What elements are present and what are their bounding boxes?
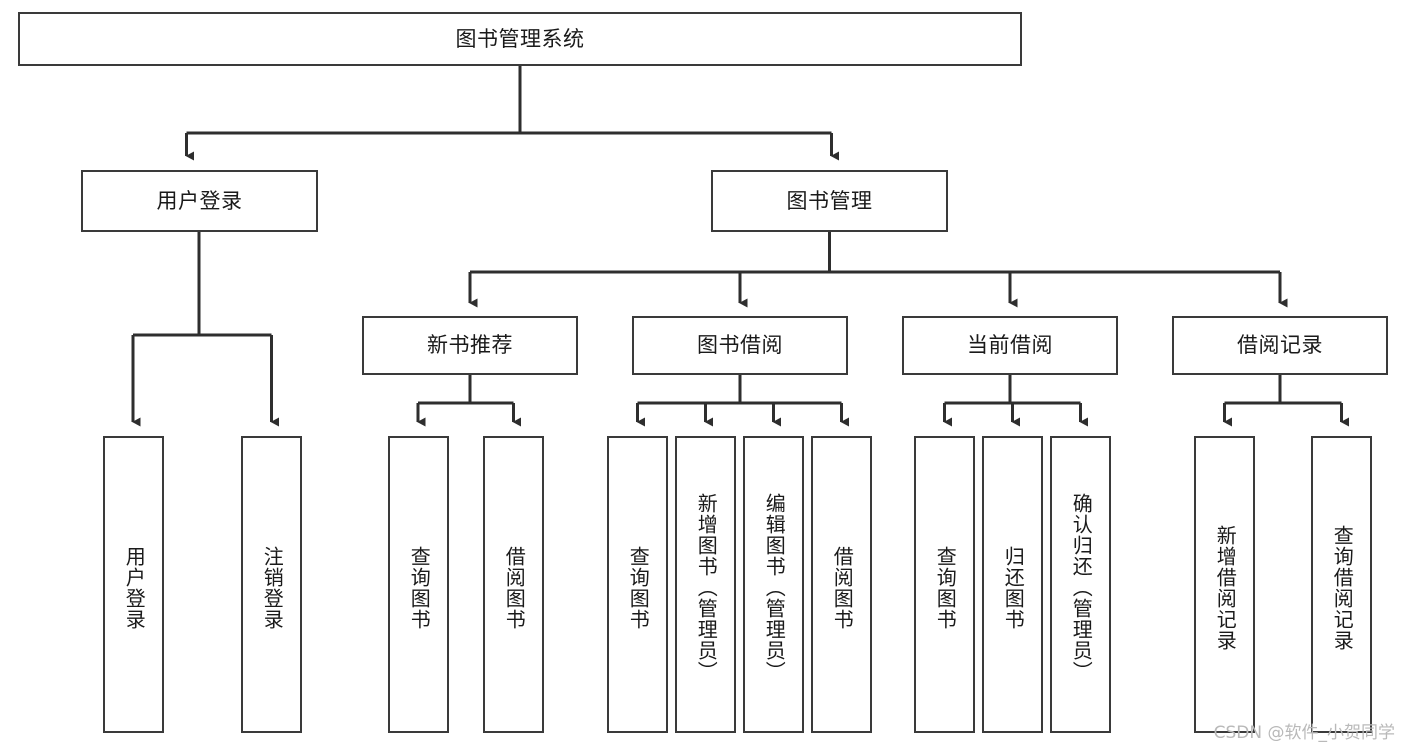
node-leaf-query-book-borrow[interactable]: 查询图书: [607, 436, 668, 733]
node-current-borrow[interactable]: 当前借阅: [902, 316, 1118, 375]
node-leaf-return-book[interactable]: 归还图书: [982, 436, 1043, 733]
node-label: 查询借阅记录: [1330, 524, 1355, 651]
node-leaf-edit-book-admin[interactable]: 编辑图书（管理员）: [743, 436, 804, 733]
node-leaf-query-borrow-record[interactable]: 查询借阅记录: [1311, 436, 1372, 733]
node-leaf-borrow-book-recommend[interactable]: 借阅图书: [483, 436, 544, 733]
node-leaf-user-login[interactable]: 用户登录: [103, 436, 164, 733]
node-root-book-management-system[interactable]: 图书管理系统: [18, 12, 1022, 66]
node-leaf-add-book-admin[interactable]: 新增图书（管理员）: [675, 436, 736, 733]
node-label: 当前借阅: [967, 333, 1053, 358]
node-label: 查询图书: [933, 545, 958, 630]
node-label: 查询图书: [626, 545, 651, 630]
node-book-management[interactable]: 图书管理: [711, 170, 948, 232]
node-book-borrow[interactable]: 图书借阅: [632, 316, 848, 375]
node-leaf-query-book-current[interactable]: 查询图书: [914, 436, 975, 733]
node-leaf-logout-login[interactable]: 注销登录: [241, 436, 302, 733]
node-leaf-add-borrow-record[interactable]: 新增借阅记录: [1194, 436, 1255, 733]
node-label: 确认归还（管理员）: [1069, 493, 1094, 682]
node-new-book-recommend[interactable]: 新书推荐: [362, 316, 578, 375]
node-label: 查询图书: [407, 545, 432, 630]
node-label: 借阅图书: [502, 545, 527, 630]
node-label: 用户登录: [156, 188, 243, 213]
node-label: 新书推荐: [427, 333, 513, 358]
node-label: 新增借阅记录: [1213, 524, 1238, 651]
node-leaf-confirm-return-admin[interactable]: 确认归还（管理员）: [1050, 436, 1111, 733]
node-borrow-record[interactable]: 借阅记录: [1172, 316, 1388, 375]
node-leaf-query-book-recommend[interactable]: 查询图书: [388, 436, 449, 733]
node-leaf-borrow-book[interactable]: 借阅图书: [811, 436, 872, 733]
node-label: 用户登录: [122, 545, 147, 630]
node-label: 图书借阅: [697, 333, 783, 358]
node-label: 编辑图书（管理员）: [762, 493, 787, 682]
node-label: 借阅记录: [1237, 333, 1323, 358]
node-label: 归还图书: [1001, 545, 1026, 630]
node-user-login[interactable]: 用户登录: [81, 170, 318, 232]
watermark-text: CSDN @软件_小贺同学: [1213, 723, 1395, 743]
node-label: 注销登录: [260, 545, 285, 630]
node-label: 借阅图书: [830, 545, 855, 630]
node-label: 图书管理: [786, 188, 873, 213]
node-label: 图书管理系统: [455, 26, 585, 51]
node-label: 新增图书（管理员）: [694, 493, 719, 682]
